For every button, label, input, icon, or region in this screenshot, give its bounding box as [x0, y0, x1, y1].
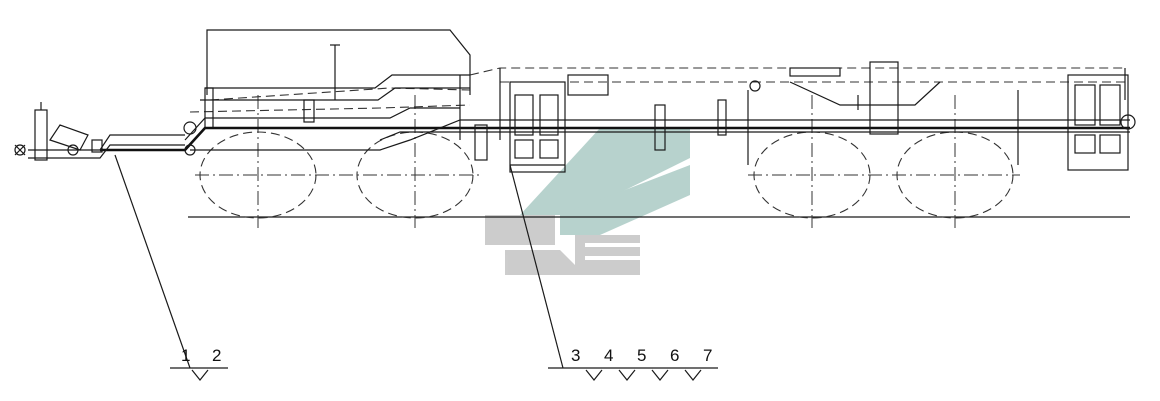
- brake-pipe-main: [100, 126, 1130, 152]
- callout-label-7: 7: [703, 346, 712, 365]
- leader-line-left: [114, 154, 191, 369]
- rear-brake-assembly: [1017, 74, 1136, 171]
- glad-hand-icon: [14, 144, 26, 156]
- callout-label-5: 5: [637, 346, 646, 365]
- main-frame: [100, 68, 1130, 152]
- brake-valve-box: [474, 74, 609, 173]
- drawbar: [14, 102, 197, 161]
- callout-label-1: 1: [181, 346, 190, 365]
- callout-label-2: 2: [212, 346, 221, 365]
- callout-label-4: 4: [604, 346, 613, 365]
- leader-line-center: [509, 164, 564, 369]
- rear-suspension: [654, 61, 941, 165]
- callout-label-6: 6: [670, 346, 679, 365]
- callout-label-3: 3: [571, 346, 580, 365]
- leader-lines: [114, 154, 718, 381]
- gooseneck: [200, 44, 471, 129]
